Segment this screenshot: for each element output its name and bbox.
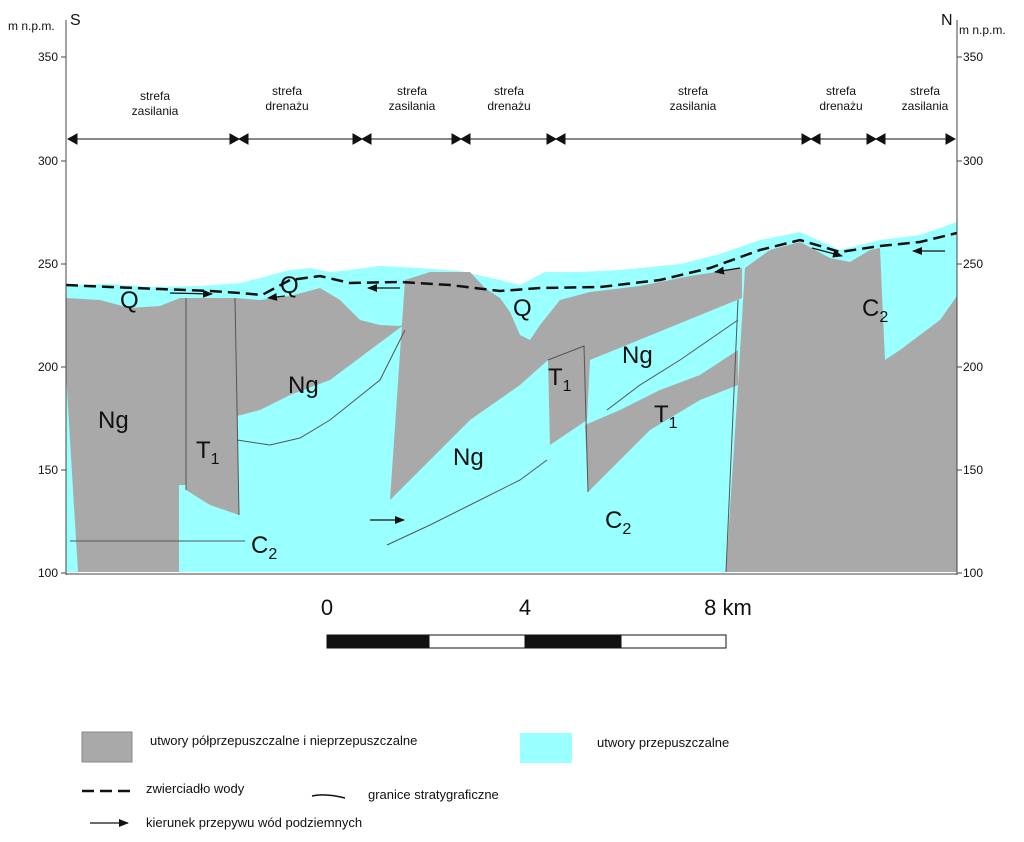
axis-tick-label: 250 bbox=[38, 257, 58, 271]
impermeable-block-ng-central bbox=[235, 288, 405, 416]
stratigraphic-boundaries bbox=[70, 297, 739, 573]
unit-labels: Q Q Q Ng Ng Ng Ng T1 T1 T1 C2 C2 C2 bbox=[98, 272, 888, 563]
unit-ng-4: Ng bbox=[622, 342, 653, 369]
flow-arrow bbox=[169, 289, 213, 298]
unit-c-2: C2 bbox=[605, 507, 631, 538]
zone-7-line2: zasilania bbox=[902, 99, 949, 113]
scale-segment bbox=[620, 634, 727, 649]
unit-ng-3: Ng bbox=[453, 444, 484, 471]
flow-arrow bbox=[811, 247, 843, 258]
boundary-line bbox=[236, 329, 406, 446]
scale-segment bbox=[524, 634, 622, 649]
legend-boundary-text: granice stratygraficzne bbox=[368, 787, 499, 802]
unit-t-3: T1 bbox=[654, 401, 678, 432]
south-label: S bbox=[70, 12, 81, 29]
unit-ng-2: Ng bbox=[288, 372, 319, 399]
zone-5-line1: strefa bbox=[678, 84, 708, 98]
impermeable-block-t1-west bbox=[186, 298, 239, 515]
zone-divider bbox=[801, 133, 821, 145]
zone-3-line2: zasilania bbox=[389, 99, 436, 113]
flow-arrow bbox=[267, 292, 286, 301]
unit-c-1: C2 bbox=[251, 532, 277, 563]
unit-q-2: Q bbox=[280, 272, 299, 299]
impermeable-block-t1-east bbox=[585, 350, 738, 492]
right-ticks: 350 300 250 200 150 100 bbox=[957, 50, 983, 580]
boundary-line bbox=[547, 345, 589, 493]
scale-label-0: 0 bbox=[321, 595, 333, 620]
zone-1-line2: zasilania bbox=[132, 104, 179, 118]
scale-bar: 0 4 8 km bbox=[321, 595, 752, 649]
impermeable-block-east bbox=[726, 242, 957, 572]
legend: utwory półprzepuszczalne i nieprzepuszcz… bbox=[81, 731, 729, 830]
left-unit-label: m n.p.m. bbox=[8, 19, 55, 33]
axis-tick-label: 350 bbox=[38, 50, 58, 64]
zone-divider bbox=[866, 133, 886, 145]
left-ticks: 350 300 250 200 150 100 bbox=[38, 50, 66, 580]
zone-6-line2: drenażu bbox=[819, 99, 862, 113]
water-table-line bbox=[65, 231, 958, 297]
unit-t-1: T1 bbox=[196, 437, 220, 468]
flow-arrows bbox=[169, 247, 945, 524]
zone-divider bbox=[546, 133, 566, 145]
legend-swatch-impermeable bbox=[81, 731, 133, 763]
axis-tick-label: 300 bbox=[38, 154, 58, 168]
boundary-line bbox=[725, 299, 739, 573]
axis-tick-label: 150 bbox=[38, 463, 58, 477]
north-label: N bbox=[941, 12, 953, 29]
flow-arrow bbox=[714, 266, 741, 275]
axis-tick-label: 200 bbox=[38, 360, 58, 374]
axis-tick-label: 100 bbox=[963, 566, 983, 580]
zone-arrows bbox=[66, 133, 957, 145]
scale-label-8: 8 km bbox=[704, 595, 752, 620]
scale-label-4: 4 bbox=[519, 595, 531, 620]
legend-boundary-symbol bbox=[311, 794, 346, 799]
boundary-line bbox=[386, 459, 548, 546]
boundary-line bbox=[606, 319, 739, 411]
right-unit-label: m n.p.m. bbox=[959, 23, 1006, 37]
zone-arrow-head bbox=[945, 133, 957, 145]
zone-arrow-head bbox=[66, 133, 78, 145]
legend-water-table-text: zwierciadło wody bbox=[146, 781, 245, 796]
legend-impermeable-text: utwory półprzepuszczalne i nieprzepuszcz… bbox=[150, 733, 417, 748]
zone-2-line1: strefa bbox=[272, 84, 302, 98]
axis-tick-label: 350 bbox=[963, 50, 983, 64]
zone-labels: strefa zasilania strefa drenażu strefa z… bbox=[132, 84, 949, 118]
impermeable-block-west bbox=[66, 298, 186, 572]
unit-ng-1: Ng bbox=[98, 407, 129, 434]
axes bbox=[65, 20, 958, 575]
scale-segment bbox=[326, 634, 430, 649]
legend-flow-text: kierunek przepywu wód podziemnych bbox=[146, 815, 362, 830]
impermeable-bodies bbox=[66, 242, 957, 572]
boundary-line bbox=[234, 297, 240, 516]
axis-tick-label: 100 bbox=[38, 566, 58, 580]
zone-5-line2: zasilania bbox=[670, 99, 717, 113]
zone-4-line1: strefa bbox=[494, 84, 524, 98]
unit-c-3: C2 bbox=[862, 295, 888, 326]
unit-t-2: T1 bbox=[548, 364, 572, 395]
zone-divider bbox=[229, 133, 249, 145]
zone-divider bbox=[451, 133, 471, 145]
unit-q-1: Q bbox=[120, 287, 139, 314]
impermeable-block-center bbox=[390, 268, 742, 500]
zone-2-line2: drenażu bbox=[265, 99, 308, 113]
zone-divider bbox=[352, 133, 372, 145]
zone-4-line2: drenażu bbox=[487, 99, 530, 113]
legend-swatch-permeable bbox=[520, 733, 572, 763]
legend-permeable-text: utwory przepuszczalne bbox=[597, 735, 729, 750]
unit-q-3: Q bbox=[513, 295, 532, 322]
zone-7-line1: strefa bbox=[910, 84, 940, 98]
zone-1-line1: strefa bbox=[140, 89, 170, 103]
axis-tick-label: 250 bbox=[963, 257, 983, 271]
scale-segment bbox=[428, 634, 526, 649]
axis-tick-label: 300 bbox=[963, 154, 983, 168]
zone-3-line1: strefa bbox=[397, 84, 427, 98]
zone-6-line1: strefa bbox=[826, 84, 856, 98]
axis-tick-label: 150 bbox=[963, 463, 983, 477]
axis-tick-label: 200 bbox=[963, 360, 983, 374]
